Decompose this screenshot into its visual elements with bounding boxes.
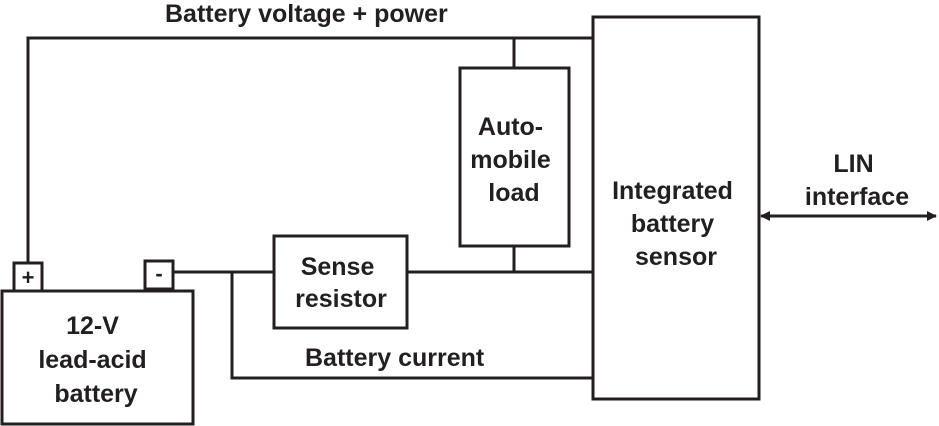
automobile-load-box <box>458 66 571 248</box>
sense-resistor: Sense resistor <box>272 234 409 330</box>
sense-resistor-label: Sense resistor <box>295 253 387 313</box>
positive-terminal-label: + <box>22 265 35 290</box>
battery-terminal-negative <box>143 259 175 291</box>
battery-label-line-3: battery <box>54 380 137 408</box>
automobile-load-label-line-3: load <box>488 179 539 207</box>
wire-battery-current <box>230 272 593 380</box>
negative-terminal-label: - <box>155 261 162 286</box>
battery-body <box>0 289 195 426</box>
lin-label-line-1: LIN <box>833 150 873 178</box>
sense-resistor-label-line-1: Sense <box>301 253 375 281</box>
integrated-battery-sensor-label: Integrated battery sensor <box>612 177 740 271</box>
lin-label-line-2: interface <box>805 183 909 211</box>
sensor-label-line-1: Integrated <box>612 177 733 205</box>
wire-voltage-power <box>26 36 593 264</box>
battery-current-label: Battery current <box>305 344 485 372</box>
automobile-load-label-line-2: mobile <box>470 146 551 174</box>
lin-interface-label: LIN interface <box>805 150 909 211</box>
integrated-battery-sensor-box <box>591 15 761 401</box>
battery-label-line-2: lead-acid <box>38 346 146 374</box>
sensor-label-line-2: battery <box>631 210 714 238</box>
integrated-battery-sensor: Integrated battery sensor <box>591 15 761 401</box>
automobile-load-label-line-1: Auto- <box>478 113 543 141</box>
sense-resistor-box <box>272 234 409 330</box>
wires <box>26 36 937 380</box>
automobile-load-label: Auto- mobile load <box>470 113 558 207</box>
sensor-label-line-3: sensor <box>635 243 717 271</box>
sense-resistor-label-line-2: resistor <box>295 285 387 313</box>
battery-label: 12-V lead-acid battery <box>38 312 153 408</box>
automobile-load: Auto- mobile load <box>458 66 571 248</box>
battery-label-line-1: 12-V <box>66 312 119 340</box>
battery: + - 12-V lead-acid battery <box>0 259 195 426</box>
voltage-power-label: Battery voltage + power <box>165 0 448 28</box>
